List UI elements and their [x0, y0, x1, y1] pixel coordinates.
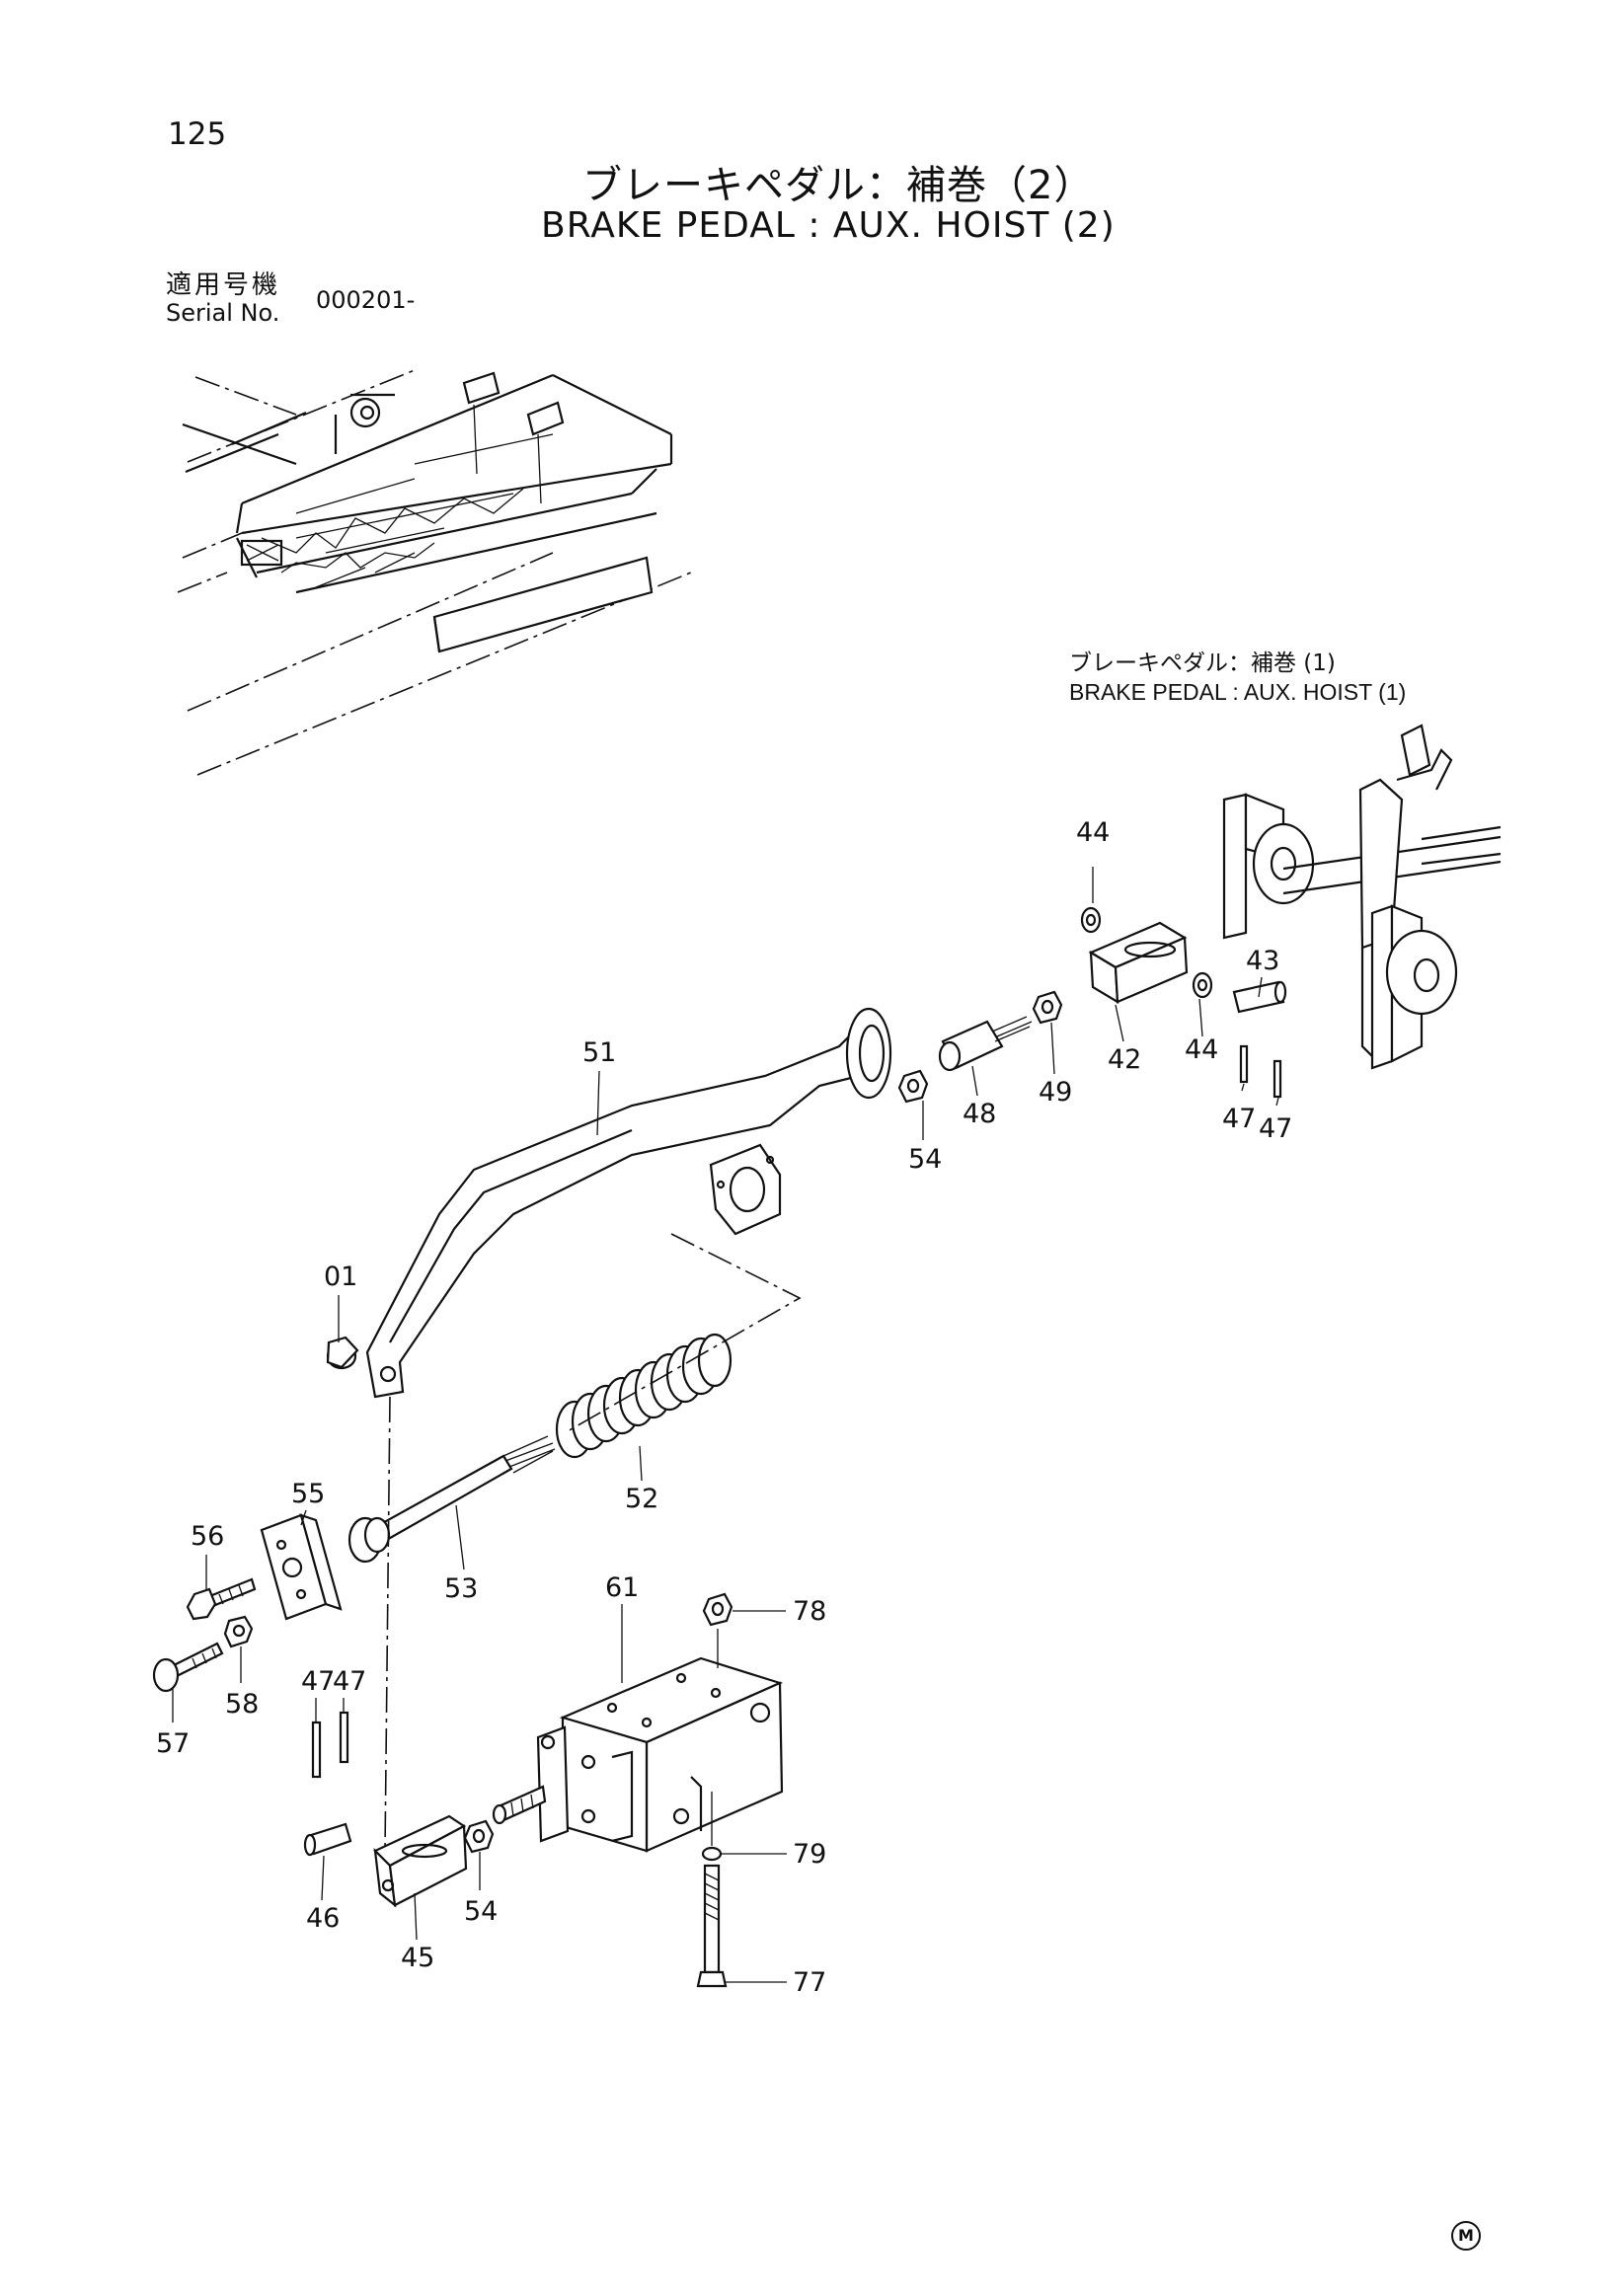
clevis-45-group	[303, 1711, 495, 1908]
manufacturer-mark-icon: M	[1451, 2221, 1481, 2251]
callout-77: 77	[793, 1967, 826, 1998]
callout-42: 42	[1108, 1044, 1141, 1075]
callout-53: 53	[444, 1573, 478, 1604]
serial-value: 000201-	[316, 286, 416, 314]
callout-47-left-b: 47	[333, 1666, 366, 1697]
callout-49: 49	[1039, 1077, 1072, 1108]
callout-61: 61	[605, 1572, 639, 1603]
callout-leaders	[172, 867, 1279, 1983]
callout-52: 52	[625, 1484, 658, 1514]
assembly-guide-lines	[384, 1233, 802, 1852]
callout-55: 55	[291, 1479, 325, 1509]
callout-48: 48	[963, 1099, 996, 1129]
callout-54-top: 54	[908, 1144, 942, 1175]
reference-label-jp: ブレーキペダル：補巻 (1)	[1069, 651, 1336, 676]
callout-58: 58	[225, 1689, 259, 1720]
callout-56: 56	[191, 1521, 224, 1552]
callout-labels: 44 43 42 44 47 47 49 48 54 51 01 52 53 5…	[156, 817, 1292, 1998]
callout-47-right-b: 47	[1259, 1113, 1292, 1144]
pedal-arm-51	[326, 1007, 892, 1399]
rod-53	[347, 1435, 556, 1564]
reference-label-en: BRAKE PEDAL : AUX. HOIST (1)	[1069, 679, 1407, 705]
callout-78: 78	[793, 1596, 826, 1627]
page-title-jp: ブレーキペダル：補巻（2）	[582, 163, 1095, 208]
callout-44-bottom: 44	[1185, 1034, 1218, 1065]
overview-assembly-drawing	[177, 369, 692, 776]
callout-54-bottom: 54	[464, 1896, 498, 1927]
callout-47-right-a: 47	[1222, 1104, 1256, 1134]
callout-43: 43	[1246, 946, 1279, 976]
callout-01: 01	[324, 1262, 357, 1292]
callout-47-left-a: 47	[301, 1666, 335, 1697]
callout-44-top: 44	[1076, 817, 1110, 848]
serial-label-jp: 適用号機	[166, 270, 281, 300]
stud-48-group	[897, 990, 1063, 1104]
callout-51: 51	[582, 1037, 616, 1068]
aux-hoist-1-assembly	[1222, 724, 1502, 1070]
bracket-55-group	[152, 1513, 343, 1693]
serial-label-en: Serial No.	[166, 299, 280, 327]
callout-79: 79	[793, 1839, 826, 1870]
clevis-42-group	[1080, 906, 1287, 1099]
valve-block-61	[492, 1592, 784, 1988]
callout-46: 46	[306, 1903, 340, 1934]
page-title-en: BRAKE PEDAL : AUX. HOIST (2)	[541, 205, 1116, 246]
page-number: 125	[168, 116, 227, 152]
callout-45: 45	[401, 1943, 434, 1973]
callout-57: 57	[156, 1728, 190, 1759]
